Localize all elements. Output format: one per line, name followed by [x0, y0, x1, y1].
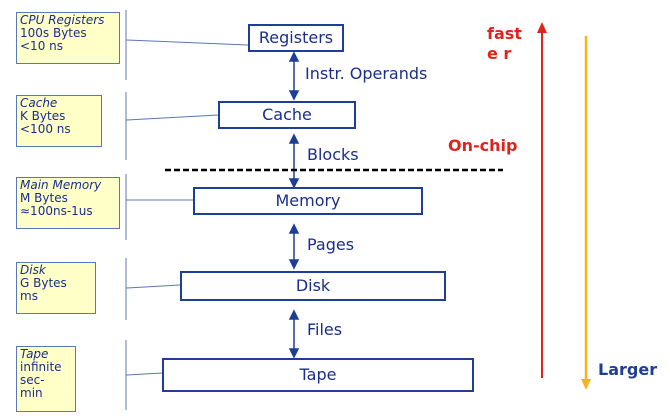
- info-line: G Bytes: [20, 276, 67, 290]
- faster-label: faste r: [487, 24, 522, 63]
- info-line: M Bytes: [20, 191, 68, 205]
- info-box-tape: Tape infinite sec- min: [16, 346, 76, 412]
- info-box-cache: Cache K Bytes <100 ns: [16, 95, 102, 147]
- info-line: ≈100ns-1us: [20, 204, 93, 218]
- info-line: <10 ns: [20, 39, 63, 53]
- info-line: 100s Bytes: [20, 26, 87, 40]
- connector-disk: [125, 284, 181, 289]
- onchip-label: On-chip: [448, 136, 518, 155]
- transfer-pages: Pages: [307, 235, 355, 254]
- connector-tape: [125, 372, 163, 376]
- info-line: ms: [20, 289, 38, 303]
- info-name: Tape: [20, 347, 49, 361]
- info-box-memory: Main Memory M Bytes ≈100ns-1us: [16, 177, 120, 229]
- info-line: infinite: [20, 360, 62, 374]
- level-memory: Memory: [193, 187, 423, 215]
- info-name: Main Memory: [20, 178, 102, 192]
- level-tape: Tape: [162, 358, 474, 392]
- connector-cache: [125, 114, 219, 121]
- info-line: <100 ns: [20, 122, 71, 136]
- level-disk: Disk: [180, 271, 446, 301]
- info-box-disk: Disk G Bytes ms: [16, 262, 96, 314]
- info-line: min: [20, 386, 43, 400]
- level-registers: Registers: [248, 24, 344, 52]
- larger-label: Larger: [598, 360, 658, 379]
- transfer-blocks: Blocks: [307, 145, 359, 164]
- info-name: Cache: [20, 96, 58, 110]
- transfer-operands: Instr. Operands: [305, 64, 428, 83]
- transfer-files: Files: [307, 320, 343, 339]
- info-name: CPU Registers: [20, 13, 105, 27]
- info-line: sec-: [20, 373, 45, 387]
- level-cache: Cache: [218, 101, 356, 129]
- info-name: Disk: [20, 263, 46, 277]
- connector-registers: [125, 39, 249, 46]
- info-line: K Bytes: [20, 109, 66, 123]
- info-box-registers: CPU Registers 100s Bytes <10 ns: [16, 12, 120, 64]
